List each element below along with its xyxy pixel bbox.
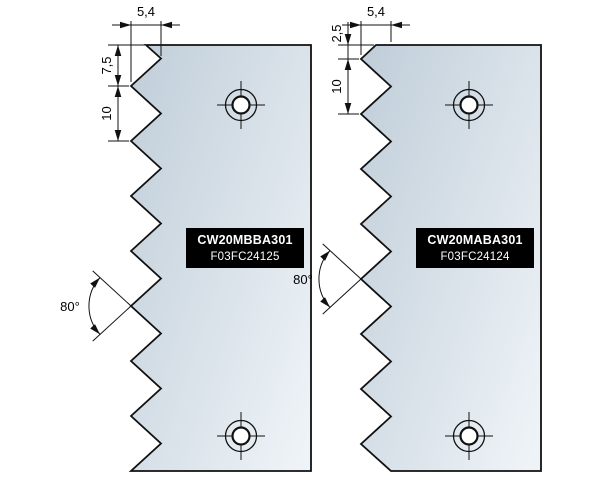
part-label-right: CW20MABA301 F03FC24124 (416, 228, 534, 268)
dim-label: 80° (60, 299, 80, 314)
dim-tooth-depth-left: 5,4 (112, 4, 180, 82)
part-number: CW20MABA301 (427, 233, 522, 247)
dim-label: 7,5 (99, 56, 114, 74)
dim-tooth-angle-right: 80° (293, 243, 362, 315)
dim-top-offset-right: 2,5 (329, 22, 374, 60)
hole-bore (459, 426, 479, 446)
left-knife: 5,4 7,5 10 80° CW20MBBA301 F03FC24125 (60, 4, 312, 472)
hole-counterbore (224, 419, 258, 453)
dim-tooth-angle-left: 80° (60, 270, 132, 342)
right-knife: 5,4 2,5 10 80° CW20MABA301 F03FC2412 (293, 4, 542, 472)
dim-pitch-right: 10 (329, 59, 359, 115)
bolt-hole-bottom-left (217, 412, 265, 460)
hole-counterbore (452, 88, 486, 122)
hole-counterbore (452, 419, 486, 453)
hole-bore (231, 426, 251, 446)
dim-tooth-depth-right: 5,4 (342, 4, 410, 55)
dim-top-offset-left: 7,5 (99, 44, 145, 87)
dim-label: 5,4 (367, 4, 385, 19)
dim-label: 80° (293, 272, 313, 287)
bolt-hole-top-left (217, 81, 265, 129)
order-code: F03FC24124 (440, 251, 510, 263)
part-number: CW20MBBA301 (197, 233, 292, 247)
dim-pitch-left: 10 (99, 86, 129, 142)
hole-bore (459, 95, 479, 115)
bolt-hole-bottom-right (445, 412, 493, 460)
part-label-left: CW20MBBA301 F03FC24125 (186, 228, 304, 268)
part-label-box (416, 228, 534, 268)
order-code: F03FC24125 (210, 251, 279, 263)
hole-counterbore (224, 88, 258, 122)
dim-label: 10 (99, 106, 114, 120)
dim-label: 2,5 (329, 24, 344, 42)
bolt-hole-top-right (445, 81, 493, 129)
dim-label: 5,4 (137, 4, 155, 19)
hole-bore (231, 95, 251, 115)
dim-label: 10 (329, 79, 344, 93)
part-label-box (186, 228, 304, 268)
